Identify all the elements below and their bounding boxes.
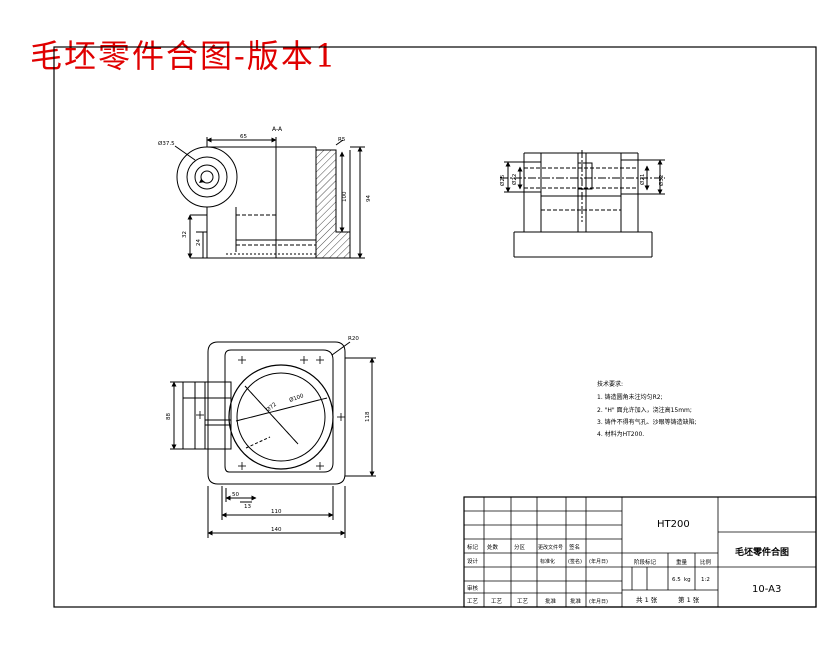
rev-label-4: 更改文件号 [538,544,563,551]
side-view [500,150,665,258]
dim-phi-left: Ø37.5 [158,140,175,147]
part-name: 毛坯零件合图 [735,546,789,558]
approve-label-2: 批准 [570,597,582,605]
approve-date-label: (年月日) [589,598,608,605]
dim-h-low: 32 [182,231,188,238]
weight-value: 6.5 [672,577,681,583]
sheet-border [53,46,817,608]
dim-side-right-inner: Ø21 [639,174,646,185]
rev-label-2: 处数 [487,543,499,551]
title-block [463,496,817,608]
plan-view-dim-labels: R20 Ø72 Ø100 88 118 50 13 110 140 [166,336,371,533]
material-label: HT200 [657,519,690,530]
dim-side-right-outer: Ø32 [658,175,665,186]
dim-h-base: 24 [196,239,202,246]
dim-h-inner: 100 [342,191,348,202]
scale-value: 1:2 [701,577,710,583]
front-section-view: A-A [174,126,365,259]
notes-title: 技术要求: [597,380,623,388]
stage-label: 阶段标记 [634,558,657,566]
dim-side-left-outer: Ø25 [499,174,506,186]
dim-h-outer: 94 [366,195,372,202]
scale-label: 比例 [700,558,712,566]
dim-plan-w-small: 50 [232,492,239,498]
dim-plan-radius: R20 [348,336,359,342]
sheet-total: 共 1 张 [636,595,658,604]
notes-item-3: 3. 铸件不得有气孔、沙眼等铸造缺陷; [597,418,697,426]
drawing-number: 10-A3 [752,584,781,595]
side-view-dim-labels: Ø25 Ø22 Ø21 Ø32 [499,174,665,186]
dim-side-left-inner: Ø22 [511,174,518,185]
dim-plan-h-left: 88 [166,413,172,420]
title-block-text: HT200 毛坯零件合图 10-A3 阶段标记 重量 比例 6.5 kg 1:2… [467,519,789,605]
craft-label-1: 工艺 [467,598,479,605]
front-view-dim-labels: Ø37.5 65 R5 100 94 32 24 [158,134,372,246]
dim-plan-w-tiny: 13 [244,504,251,510]
technical-notes: 技术要求: 1. 铸造圆角未注均匀R2; 2. "H" 面允许加入，浇注高15m… [597,380,697,438]
weight-unit: kg [684,577,691,583]
sheet-number: 第 1 张 [678,595,700,604]
section-label: A-A [272,126,283,133]
dim-plan-h-right: 118 [365,411,371,422]
approve-label-1: 批准 [545,597,557,605]
dim-plan-dia-outer: Ø100 [288,392,305,404]
review-label: 审核 [467,584,479,592]
standard-label: 标准化 [540,558,555,565]
dim-plan-w-mid: 110 [271,509,282,515]
craft-label-3: 工艺 [517,598,529,605]
sign-label: (签名) [568,558,582,565]
rev-label-1: 标记 [467,543,479,551]
dim-plan-dia-inner: Ø72 [265,401,278,414]
rev-label-5: 签名 [569,543,580,551]
craft-label-2: 工艺 [491,598,503,605]
rev-label-3: 分区 [514,543,526,551]
drawing-title-banner: 毛坯零件合图-版本1 [30,37,338,75]
notes-item-2: 2. "H" 面允许加入，浇注高15mm; [597,406,692,414]
dim-top-width: 65 [240,134,247,140]
notes-item-1: 1. 铸造圆角未注均匀R2; [597,393,663,401]
plan-view [170,341,376,538]
dim-plan-w-total: 140 [271,527,282,533]
design-label: 设计 [467,557,479,565]
notes-item-4: 4. 材料为HT200. [597,430,644,438]
date-label: (年月日) [589,558,608,565]
weight-label: 重量 [676,558,688,566]
dim-chamfer: R5 [338,137,346,143]
